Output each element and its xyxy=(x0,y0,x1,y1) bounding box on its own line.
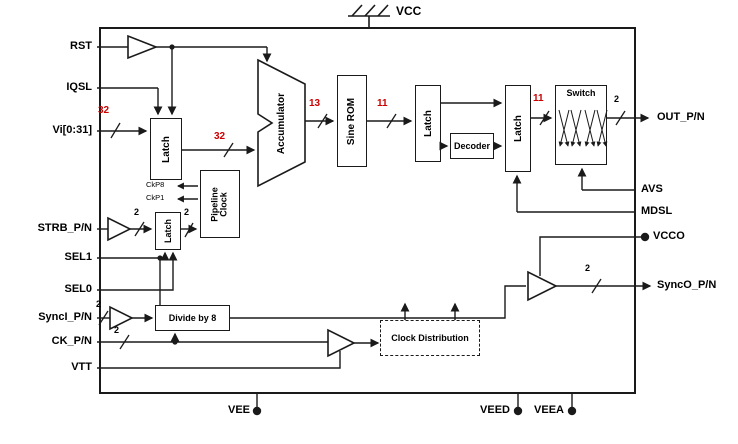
rom-latch-label: Latch xyxy=(422,110,434,137)
vee-pin-dot xyxy=(252,406,262,416)
accumulator-label: Accumulator xyxy=(276,92,287,154)
bus-width-out-2: 2 xyxy=(614,94,620,104)
ckp8-tap-label: CkP8 xyxy=(146,180,165,189)
vcco-pin-dot xyxy=(640,232,650,242)
pipeline-clock-label: Pipeline Clock xyxy=(209,186,229,222)
accumulator-block: Accumulator xyxy=(258,60,305,186)
output-latch-block: Latch xyxy=(505,85,531,172)
supply-pin-dots xyxy=(252,232,650,416)
junction-dots xyxy=(157,44,178,345)
bus-slashes xyxy=(98,110,626,350)
bus-width-rom-13: 13 xyxy=(309,98,321,109)
pipeline-clock-block: Pipeline Clock xyxy=(200,170,240,238)
switch-label: Switch xyxy=(566,88,596,98)
bus-width-ck-2: 2 xyxy=(114,325,120,335)
bus-width-latchout-2: 2 xyxy=(184,207,190,217)
clock-distribution-block: Clock Distribution xyxy=(380,320,480,356)
pin-rst: RST xyxy=(70,40,92,52)
switch-transistor-icons xyxy=(558,109,608,147)
bus-width-vi-32: 32 xyxy=(98,105,110,116)
sine-rom-label: Sine ROM xyxy=(346,97,358,145)
pin-out: OUT_P/N xyxy=(657,111,705,123)
pin-veea: VEEA xyxy=(534,404,564,416)
arrow-wires xyxy=(97,47,652,348)
decoder-block: Decoder xyxy=(450,133,494,159)
pin-synco: SyncO_P/N xyxy=(657,279,717,291)
pin-avs: AVS xyxy=(641,183,663,195)
bus-width-switch-11: 11 xyxy=(533,93,544,104)
accumulator-shape xyxy=(257,58,306,188)
pin-strb: STRB_P/N xyxy=(37,222,92,234)
ck-buffer-icon xyxy=(327,328,356,358)
pin-vi: Vi[0:31] xyxy=(52,124,92,136)
strb-buffer-icon xyxy=(107,216,132,242)
pin-mdsl: MDSL xyxy=(641,205,673,217)
strobe-latch-label: Latch xyxy=(163,218,174,244)
vcc-supply-icon xyxy=(348,4,390,28)
strobe-latch-block: Latch xyxy=(155,212,181,250)
pin-synci: SyncI_P/N xyxy=(38,311,92,323)
pin-sel1: SEL1 xyxy=(64,251,92,263)
pin-iqsl: IQSL xyxy=(66,81,92,93)
sine-rom-block: Sine ROM xyxy=(337,75,367,167)
bus-width-synco-2: 2 xyxy=(585,263,591,273)
divide-by-8-block: Divide by 8 xyxy=(155,305,230,331)
pin-sel0: SEL0 xyxy=(64,283,92,295)
veea-pin-dot xyxy=(567,406,577,416)
chip-boundary xyxy=(99,27,636,394)
bus-width-latch-11: 11 xyxy=(377,98,388,109)
ckp1-tap-label: CkP1 xyxy=(146,193,165,202)
pin-veed: VEED xyxy=(480,404,510,416)
synco-buffer-icon xyxy=(527,270,558,302)
input-latch-block: Latch xyxy=(150,118,182,180)
buffer-triangles xyxy=(107,34,558,358)
rom-latch-block: Latch xyxy=(415,85,441,162)
switch-block: Switch xyxy=(555,85,607,165)
veed-pin-dot xyxy=(513,406,523,416)
decoder-label: Decoder xyxy=(453,141,490,151)
bus-width-acc-32: 32 xyxy=(214,131,226,142)
rst-buffer-icon xyxy=(127,34,159,60)
divide-by-8-label: Divide by 8 xyxy=(168,313,217,323)
input-latch-label: Latch xyxy=(160,135,172,163)
pin-ck: CK_P/N xyxy=(51,335,92,347)
clock-distribution-label: Clock Distribution xyxy=(391,333,469,343)
pin-vee: VEE xyxy=(227,404,250,416)
output-latch-label: Latch xyxy=(512,115,524,142)
pin-vcco: VCCO xyxy=(653,230,685,242)
pin-vcc: VCC xyxy=(396,4,422,18)
bus-width-synci-2: 2 xyxy=(96,299,102,309)
pin-vtt: VTT xyxy=(71,361,92,373)
bus-width-strb-2: 2 xyxy=(134,207,140,217)
